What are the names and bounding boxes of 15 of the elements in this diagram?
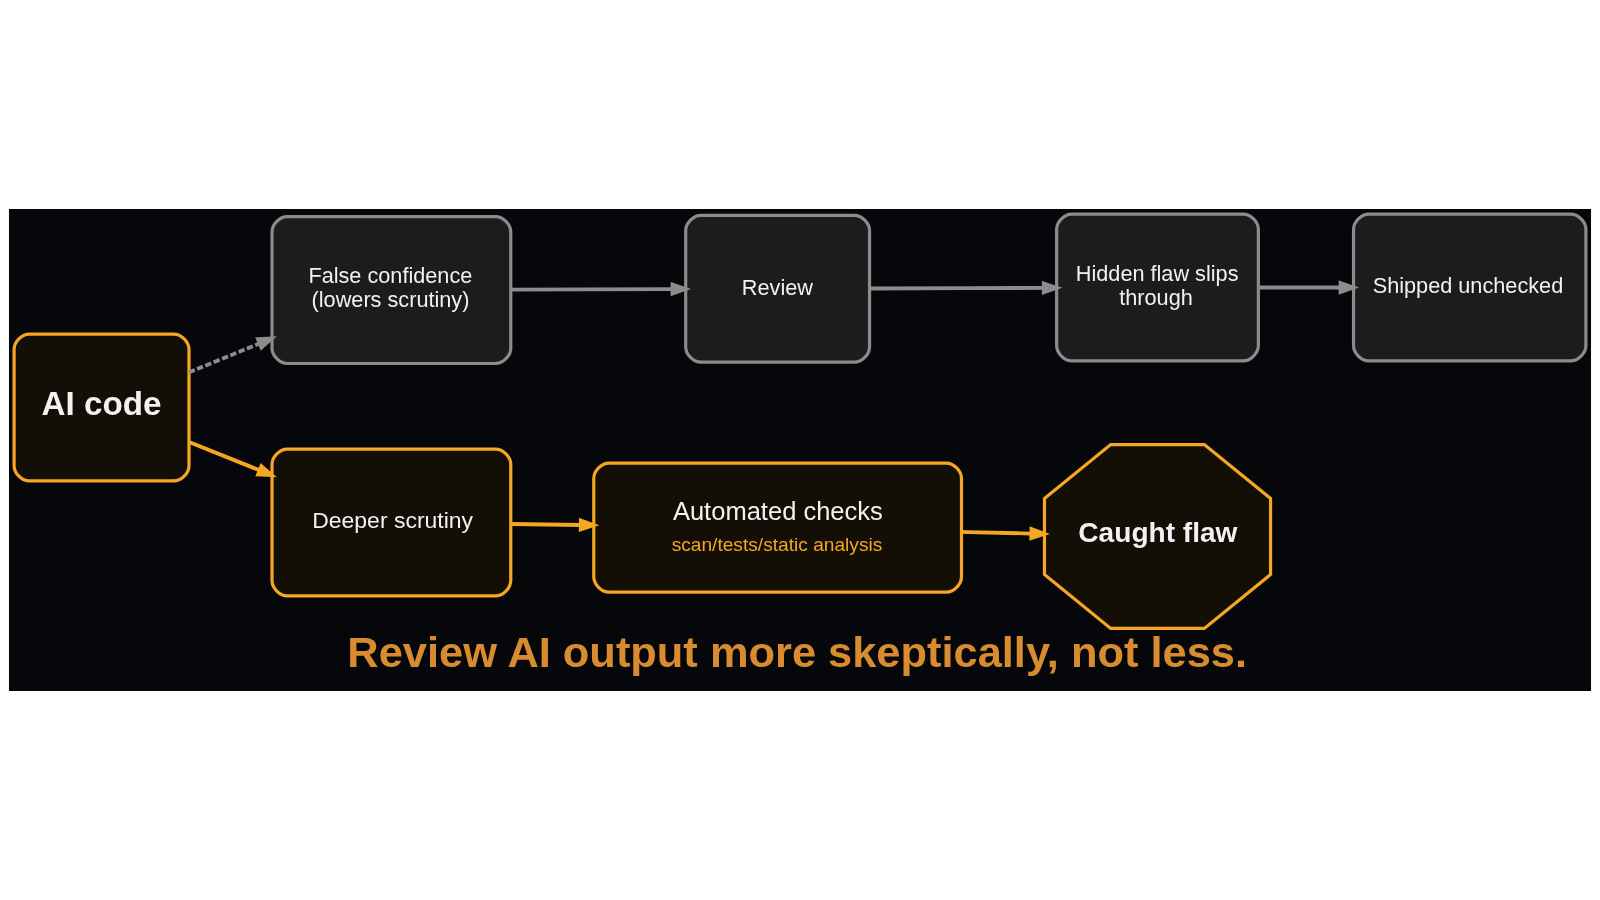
arrow	[188, 440, 277, 478]
arrow	[1258, 280, 1360, 295]
arrow	[188, 336, 277, 375]
arrow	[869, 280, 1063, 296]
arrow	[961, 526, 1050, 541]
node-box: AI code	[12, 332, 191, 483]
node-box: Automated checks scan/tests/static analysis	[592, 461, 964, 594]
node-box: False confidence (lowers scrutiny)	[270, 215, 513, 366]
arrow	[510, 282, 692, 297]
caption: Review AI output more skeptically, not less.	[347, 628, 1248, 676]
arrow	[510, 517, 600, 533]
node-box: Deeper scrutiny	[270, 447, 513, 598]
node-box: Hidden flaw slips through	[1055, 212, 1260, 363]
node-box: Shipped unchecked	[1351, 212, 1588, 363]
node-box: Review	[684, 213, 872, 364]
